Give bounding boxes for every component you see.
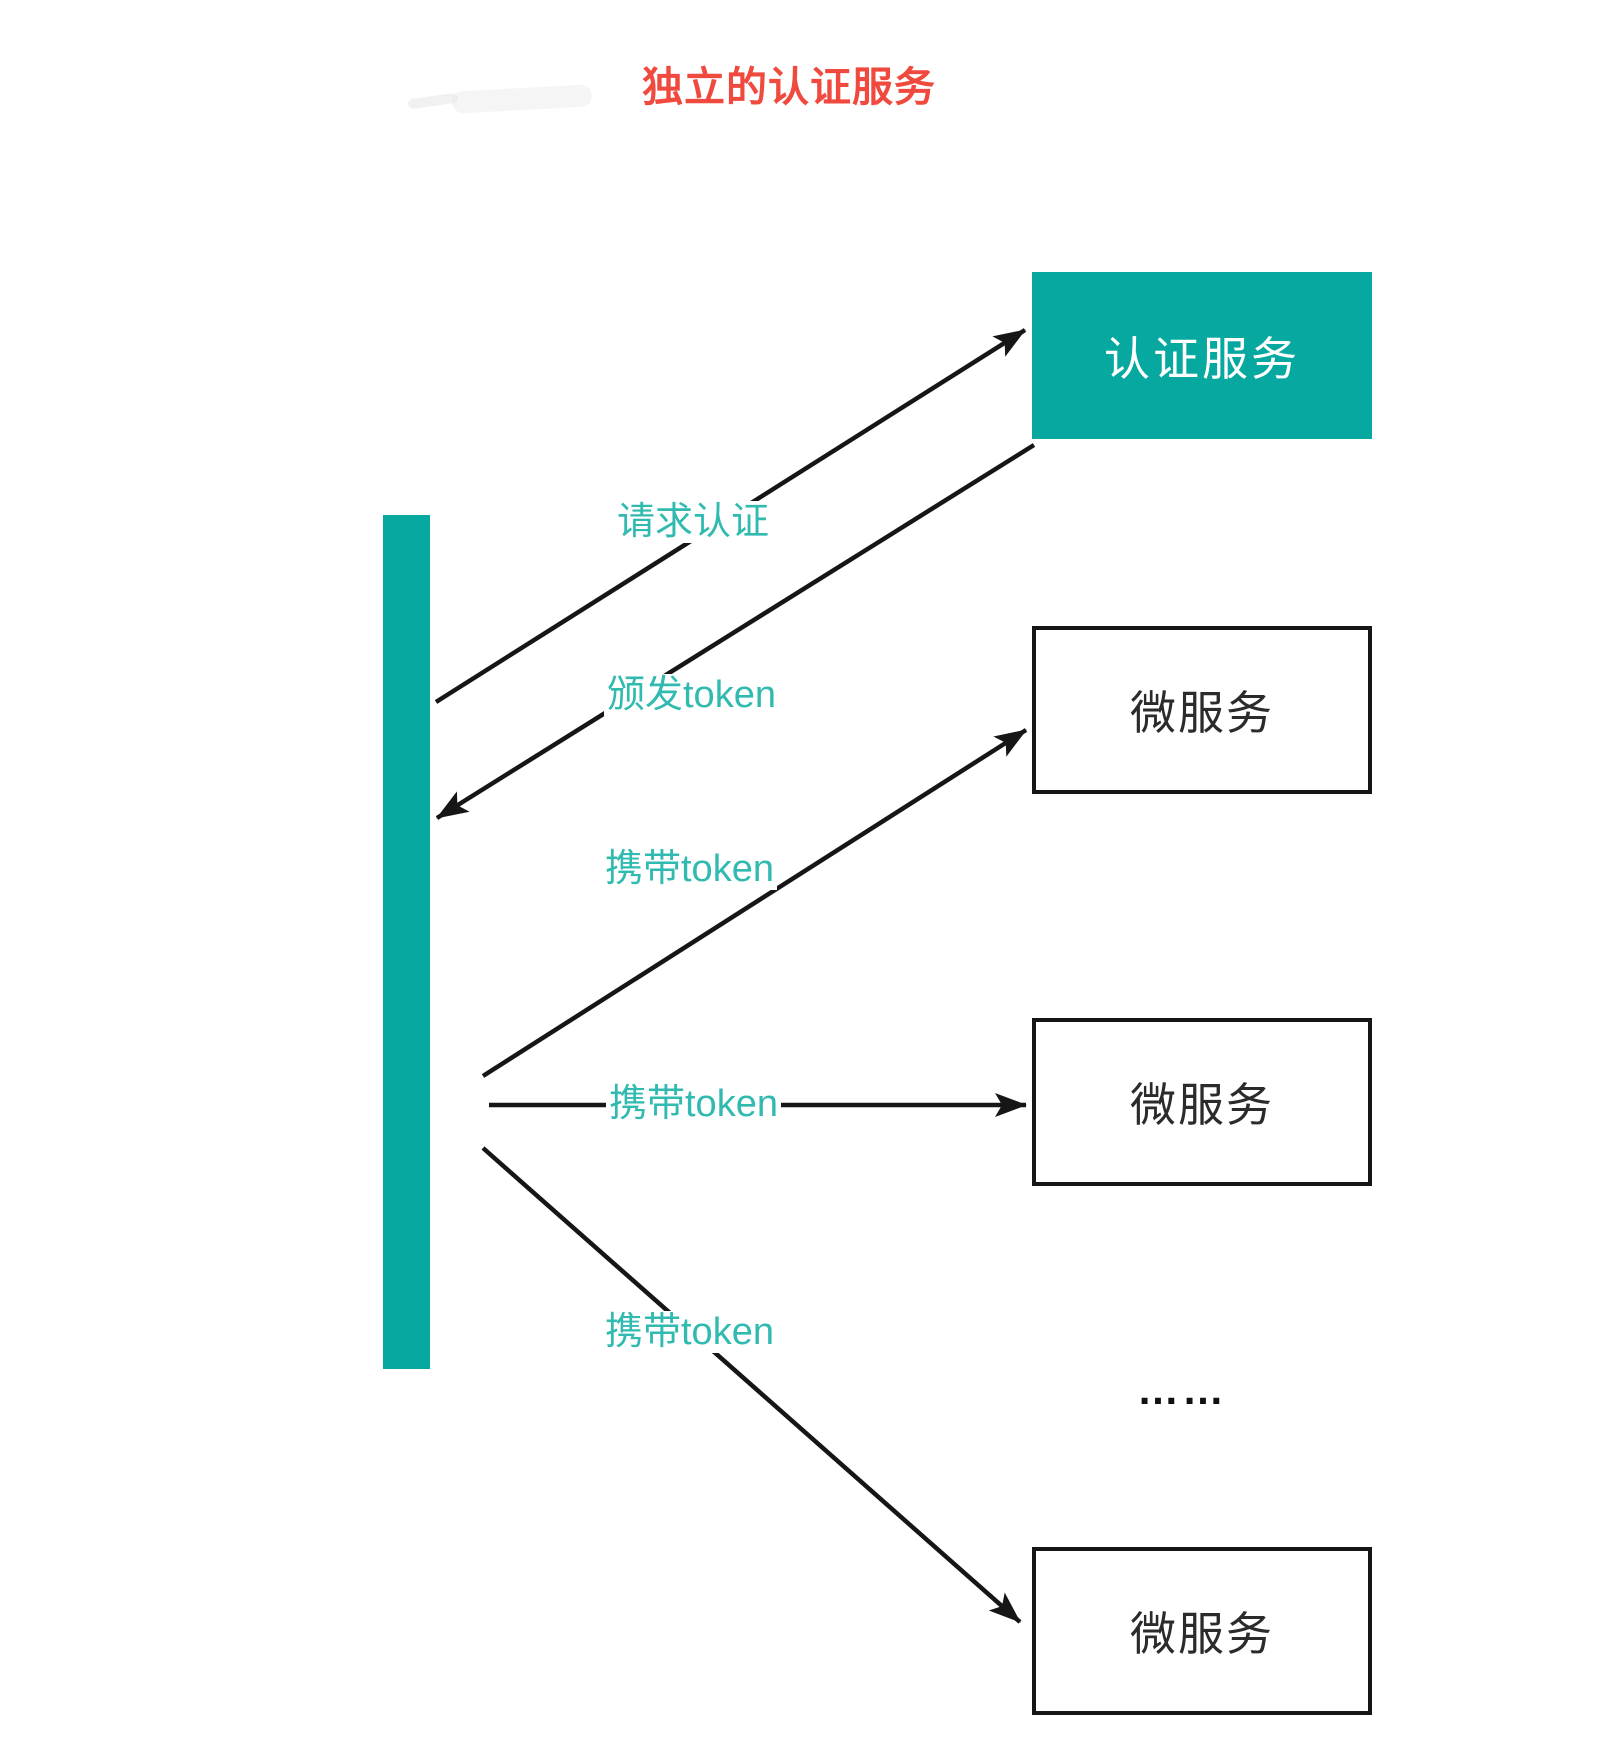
- edge-label-carry-token-3: 携带token: [602, 1311, 777, 1353]
- microservice-node-1: 微服务: [1032, 626, 1372, 794]
- edge-label-carry-token-1: 携带token: [602, 848, 777, 890]
- auth-service-label: 认证服务: [1104, 332, 1300, 385]
- microservice-label: 微服务: [1130, 687, 1274, 739]
- edge-label-request-auth: 请求认证: [614, 501, 773, 543]
- auth-service-node: 认证服务: [1032, 272, 1372, 439]
- edge-label-issue-token: 颁发token: [604, 674, 779, 716]
- microservice-label: 微服务: [1130, 1608, 1274, 1660]
- arrow-carry-token-1: [481, 728, 1028, 1078]
- microservice-node-2: 微服务: [1032, 1018, 1372, 1186]
- diagram-title: 独立的认证服务: [642, 64, 936, 110]
- arrow-carry-token-3: [481, 1146, 1022, 1624]
- more-services-ellipsis: ……: [1137, 1366, 1227, 1413]
- microservice-label: 微服务: [1130, 1079, 1274, 1131]
- arrow-issue-token: [435, 443, 1036, 820]
- client-bar: [383, 515, 430, 1369]
- edge-label-carry-token-2: 携带token: [606, 1083, 781, 1125]
- microservice-node-3: 微服务: [1032, 1547, 1372, 1715]
